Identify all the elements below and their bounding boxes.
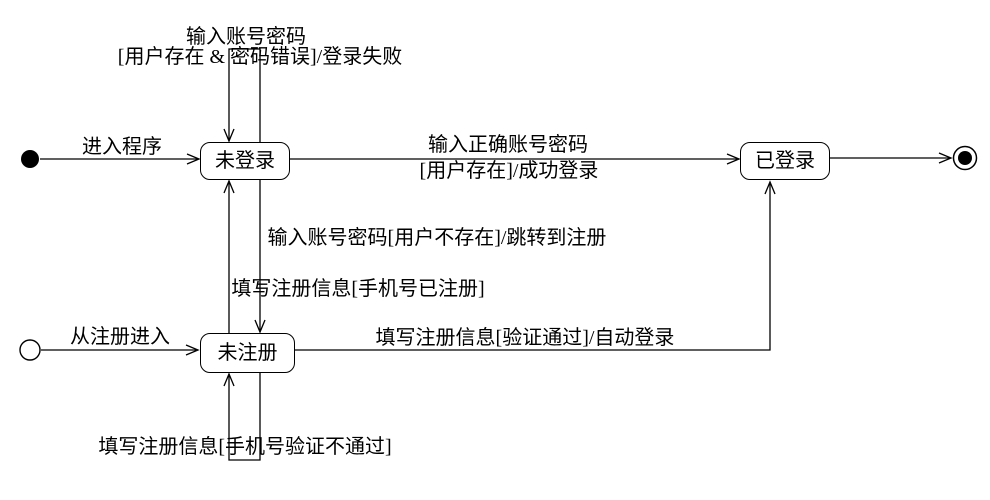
state-not-registered-label: 未注册: [217, 342, 278, 364]
transition-arrow-phone-already-registered: [223, 179, 235, 333]
transition-arrow-goto-register: [254, 180, 266, 334]
transition-label-enter-program: 进入程序: [82, 136, 162, 158]
transition-arrow-login-success: [290, 153, 741, 165]
transition-arrow-from-register: [41, 344, 200, 356]
state-logged-in: 已登录: [740, 142, 830, 180]
transition-label-phone-already-registered: 填写注册信息[手机号已注册]: [231, 278, 485, 300]
transition-arrow-auto-login: [295, 180, 776, 351]
transition-arrow-to-final: [830, 152, 953, 164]
state-not-registered: 未注册: [200, 333, 295, 373]
transition-arrow-enter-program: [40, 153, 201, 165]
transition-label-goto-register: 输入账号密码[用户不存在]/跳转到注册: [267, 227, 607, 249]
entry-point-icon: [19, 339, 41, 361]
transition-label-wrong-password-line2: [用户存在 & 密码错误]/登录失败: [117, 46, 403, 68]
state-not-logged-in-label: 未登录: [215, 150, 275, 172]
final-state-icon: [952, 145, 978, 171]
transition-arrow-verify-fail-selfloop: [223, 372, 261, 461]
initial-state-icon: [21, 150, 39, 168]
transition-label-verify-fail: 填写注册信息[手机号验证不通过]: [98, 436, 392, 458]
transition-label-login-success-line2: [用户存在]/成功登录: [419, 160, 599, 182]
transition-arrow-wrong-password-selfloop: [223, 48, 261, 143]
transition-label-wrong-password-line1: 输入账号密码: [186, 26, 306, 48]
transition-label-auto-login: 填写注册信息[验证通过]/自动登录: [375, 327, 675, 349]
state-not-logged-in: 未登录: [200, 142, 290, 180]
transition-label-login-success-line1: 输入正确账号密码: [428, 134, 588, 156]
transition-label-from-register: 从注册进入: [70, 326, 170, 348]
state-logged-in-label: 已登录: [755, 150, 815, 172]
